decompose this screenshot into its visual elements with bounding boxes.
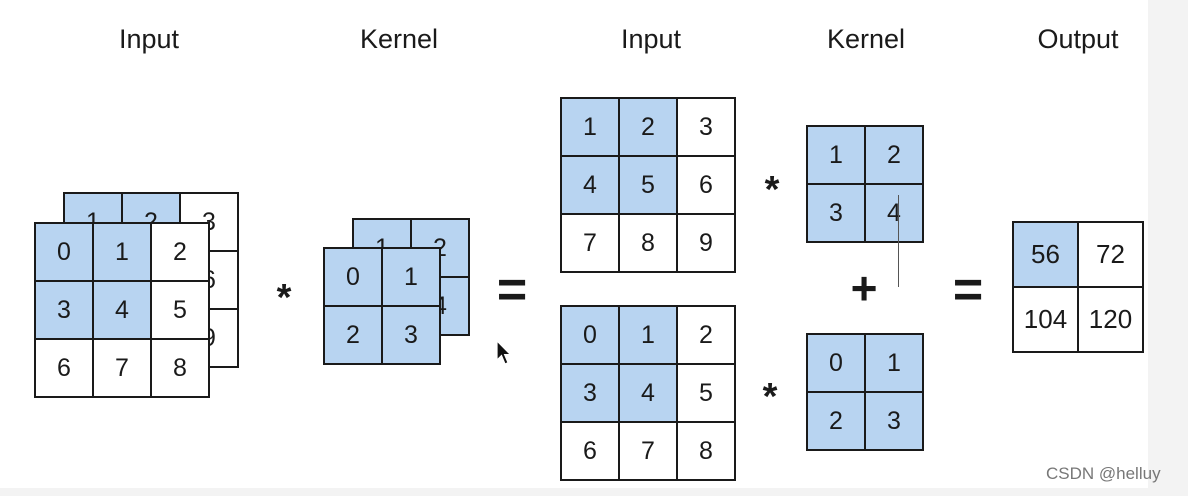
matrix-cell: 6: [562, 423, 620, 481]
matrix-cell: 1: [620, 307, 678, 365]
matrix-cell: 0: [36, 224, 94, 282]
bottom-edge-panel: [0, 488, 1148, 496]
matrix-cell: 3: [383, 307, 441, 365]
matrix-cell: 3: [678, 99, 736, 157]
matrix-cell: 1: [383, 249, 441, 307]
matrix-cell: 56: [1014, 223, 1079, 288]
matrix-cell: 1: [562, 99, 620, 157]
matrix-cell: 3: [808, 185, 866, 243]
matrix-cell: 2: [808, 393, 866, 451]
matrix-cell: 2: [620, 99, 678, 157]
operator-convolve-bottom: *: [762, 376, 778, 418]
operator-equals-left: =: [496, 261, 528, 319]
label-kernel-right: Kernel: [826, 24, 906, 54]
matrix-cell: 6: [678, 157, 736, 215]
matrix-cell: 7: [562, 215, 620, 273]
annotation-line: [898, 195, 899, 287]
matrix-cell: 1: [808, 127, 866, 185]
label-kernel-left: Kernel: [359, 24, 439, 54]
matrix-cell: 9: [678, 215, 736, 273]
matrix-cell: 1: [94, 224, 152, 282]
matrix-cell: 8: [678, 423, 736, 481]
matrix-cell: 2: [325, 307, 383, 365]
label-input-right: Input: [620, 24, 682, 54]
matrix-cell: 0: [562, 307, 620, 365]
matrix-cell: 2: [866, 127, 924, 185]
matrix-cell: 104: [1014, 288, 1079, 353]
matrix-cell: 7: [620, 423, 678, 481]
operator-plus: +: [850, 262, 878, 314]
mouse-cursor-icon: [496, 340, 512, 365]
watermark: CSDN @helluy: [1046, 464, 1161, 483]
matrix-cell: 3: [866, 393, 924, 451]
matrix-cell: 8: [620, 215, 678, 273]
matrix-cell: 3: [36, 282, 94, 340]
matrix-cell: 2: [152, 224, 210, 282]
matrix-cell: 4: [866, 185, 924, 243]
right-edge-panel: [1148, 0, 1188, 496]
matrix-cell: 2: [678, 307, 736, 365]
matrix-cell: 1: [866, 335, 924, 393]
matrix-cell: 4: [94, 282, 152, 340]
label-input-left: Input: [118, 24, 180, 54]
matrix-cell: 0: [325, 249, 383, 307]
matrix-cell: 3: [562, 365, 620, 423]
operator-convolve-left: *: [276, 277, 292, 319]
matrix-cell: 4: [620, 365, 678, 423]
operator-equals-right: =: [952, 261, 984, 319]
matrix-cell: 5: [678, 365, 736, 423]
matrix-cell: 0: [808, 335, 866, 393]
label-output: Output: [1037, 24, 1119, 54]
operator-convolve-top: *: [764, 169, 780, 211]
matrix-cell: 120: [1079, 288, 1144, 353]
matrix-cell: 5: [620, 157, 678, 215]
matrix-cell: 4: [562, 157, 620, 215]
matrix-cell: 6: [36, 340, 94, 398]
matrix-cell: 72: [1079, 223, 1144, 288]
matrix-cell: 8: [152, 340, 210, 398]
matrix-cell: 7: [94, 340, 152, 398]
matrix-cell: 5: [152, 282, 210, 340]
